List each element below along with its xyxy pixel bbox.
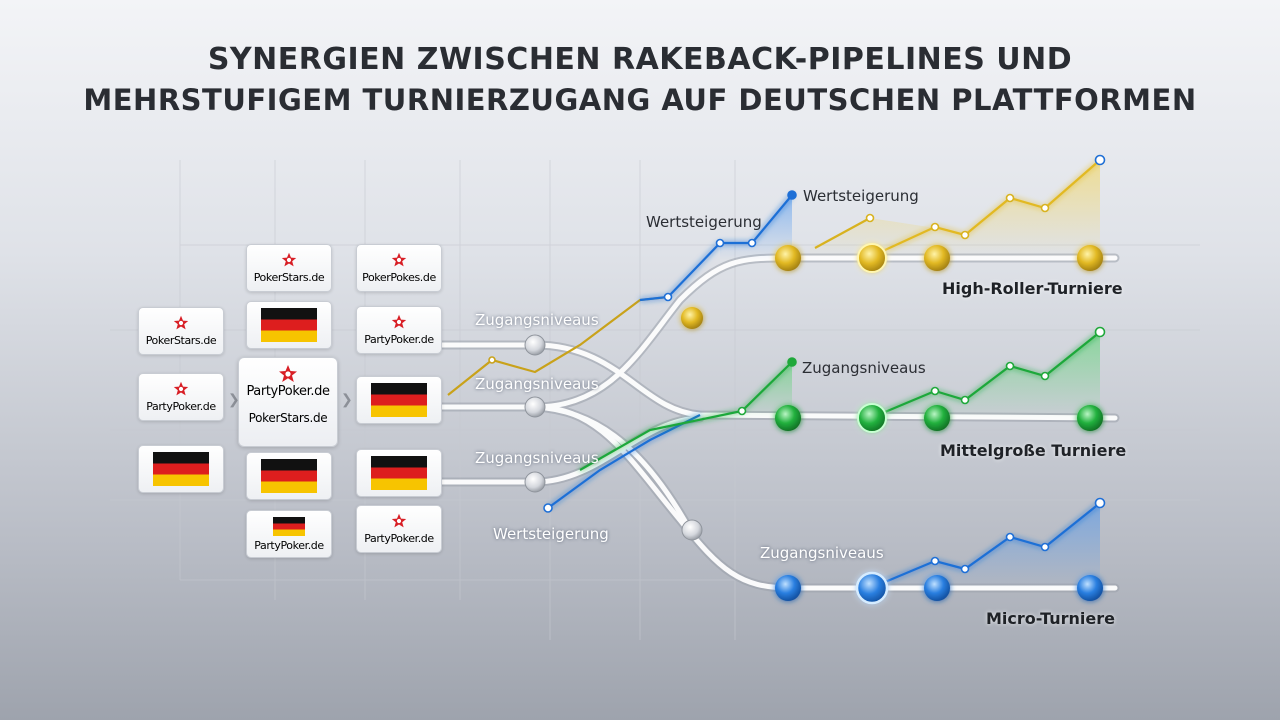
- poker-star-icon: [391, 314, 407, 329]
- germany-flag-icon: [273, 516, 305, 536]
- flag-card: [246, 452, 332, 500]
- label-wertsteigerung: Wertsteigerung: [493, 525, 609, 543]
- platform-card-pokerpokes: PokerPokes.de: [356, 244, 442, 292]
- poker-star-icon: [173, 315, 189, 330]
- green-line-mid: [579, 361, 793, 471]
- poker-star-icon: [279, 365, 297, 382]
- platform-card-partypoker: PartyPoker.de: [356, 306, 442, 354]
- title-line-1: SYNERGIEN ZWISCHEN RAKEBACK-PIPELINES UN…: [207, 42, 1073, 77]
- tier-label-high-roller: High-Roller-Turniere: [942, 279, 1123, 298]
- high-roller-nodes: [681, 243, 1103, 329]
- germany-flag-icon: [153, 452, 209, 486]
- tier-label-mid: Mittelgroße Turniere: [940, 441, 1127, 460]
- germany-flag-icon: [371, 456, 427, 490]
- poker-star-icon: [391, 513, 407, 528]
- chevron-right-icon: ❯: [341, 391, 353, 407]
- mid-nodes: [775, 403, 1103, 433]
- platform-card-pokerstars: PokerStars.de: [246, 244, 332, 292]
- platform-card-combined: PartyPoker.de PokerStars.de: [238, 357, 338, 447]
- title-line-2: MEHRSTUFIGEM TURNIERZUGANG AUF DEUTSCHEN…: [83, 83, 1197, 117]
- label-zugangsniveaus: Zugangsniveaus: [475, 311, 599, 329]
- gold-line-top: [884, 159, 1101, 251]
- gold-line-right: [814, 217, 871, 249]
- tier-label-micro: Micro-Turniere: [986, 609, 1115, 628]
- junction-nodes: [524, 334, 703, 541]
- platform-name: PokerPokes.de: [362, 271, 436, 284]
- flag-card: [138, 445, 224, 493]
- platform-name: PartyPoker.de: [364, 532, 434, 545]
- platform-name: PartyPoker.de: [254, 538, 324, 552]
- platform-name: PokerStars.de: [145, 334, 217, 347]
- platform-card-partypoker: PartyPoker.de: [356, 505, 442, 553]
- platform-name: PartyPoker.de: [246, 384, 330, 399]
- growth-lines: [447, 159, 1101, 584]
- label-zugangsniveaus: Zugangsniveaus: [760, 544, 884, 562]
- micro-growth-area: [870, 503, 1100, 588]
- platform-name: PartyPoker.de: [364, 333, 434, 346]
- label-zugangsniveaus: Zugangsniveaus: [475, 449, 599, 467]
- micro-nodes: [775, 571, 1103, 605]
- mid-growth-area: [870, 332, 1100, 418]
- germany-flag-icon: [261, 459, 317, 493]
- germany-flag-icon: [261, 308, 317, 342]
- green-upper-growth-area: [742, 362, 792, 418]
- germany-flag-icon: [371, 383, 427, 417]
- platform-name: PokerStars.de: [248, 411, 328, 425]
- line-markers: [488, 154, 1106, 574]
- blue-line-lower: [547, 414, 701, 509]
- label-wertsteigerung: Wertsteigerung: [646, 213, 762, 231]
- platform-name: PartyPoker.de: [146, 400, 216, 413]
- poker-star-icon: [173, 381, 189, 396]
- green-line-right: [884, 331, 1101, 414]
- page-title: SYNERGIEN ZWISCHEN RAKEBACK-PIPELINES UN…: [0, 40, 1280, 120]
- platform-card-partypoker: PartyPoker.de: [138, 373, 224, 421]
- platform-card-pokerstars: PokerStars.de: [138, 307, 224, 355]
- flag-card: [356, 449, 442, 497]
- label-zugangsniveaus: Zugangsniveaus: [475, 375, 599, 393]
- high-roller-growth-area: [810, 160, 1100, 258]
- poker-star-icon: [391, 252, 407, 267]
- poker-star-icon: [281, 252, 297, 267]
- flag-card: [246, 301, 332, 349]
- platform-card-partypoker: PartyPoker.de: [246, 510, 332, 558]
- platform-name: PokerStars.de: [253, 271, 325, 284]
- label-wertsteigerung: Wertsteigerung: [803, 187, 919, 205]
- flag-card: [356, 376, 442, 424]
- blue-line-right: [884, 502, 1101, 584]
- label-zugangsniveaus: Zugangsniveaus: [802, 359, 926, 377]
- chevron-right-icon: ❯: [228, 391, 240, 407]
